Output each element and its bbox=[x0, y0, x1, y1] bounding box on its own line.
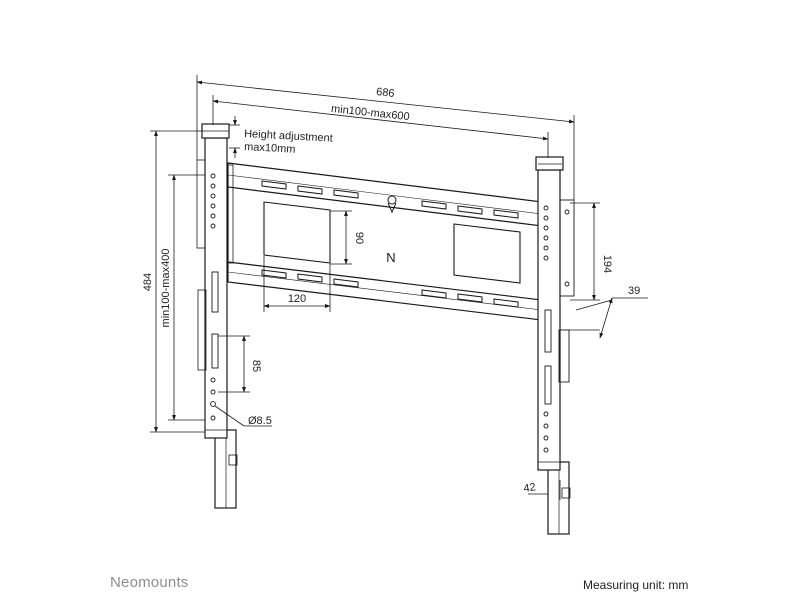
overall-height-label: 484 bbox=[142, 273, 154, 291]
slot-height-label: 90 bbox=[353, 232, 365, 244]
bracket-height-label: 194 bbox=[601, 255, 613, 273]
right-arm bbox=[535, 156, 575, 535]
overall-width-label: 686 bbox=[376, 86, 396, 100]
plate-windows bbox=[263, 201, 521, 284]
hole-spacing-label: 85 bbox=[250, 360, 262, 372]
top-rail-slots bbox=[261, 180, 519, 219]
bottom-rail-slots bbox=[261, 269, 519, 308]
left-arm-holes bbox=[210, 173, 216, 421]
slot-width-label: 120 bbox=[288, 293, 306, 305]
plate-logo: N bbox=[386, 250, 395, 265]
measuring-unit-label: Measuring unit: mm bbox=[583, 578, 689, 592]
left-logo-badge bbox=[228, 454, 238, 466]
wall-distance-label: 39 bbox=[628, 285, 640, 297]
right-arm-holes bbox=[543, 205, 570, 453]
height-adjustment-label: Height adjustment bbox=[244, 128, 333, 145]
height-adjustment-max-label: max10mm bbox=[244, 141, 296, 156]
arm-width-label: 42 bbox=[523, 481, 537, 495]
vesa-width-label: min100-max600 bbox=[330, 103, 410, 123]
wall-plate bbox=[227, 162, 559, 323]
hole-diameter-label: Ø8.5 bbox=[248, 415, 272, 427]
right-logo-badge bbox=[561, 487, 571, 499]
vesa-height-label: min100-max400 bbox=[160, 249, 172, 328]
dimension-lines bbox=[150, 75, 648, 500]
brand-logo: Neomounts bbox=[110, 574, 189, 591]
keyhole-icon bbox=[387, 195, 397, 214]
